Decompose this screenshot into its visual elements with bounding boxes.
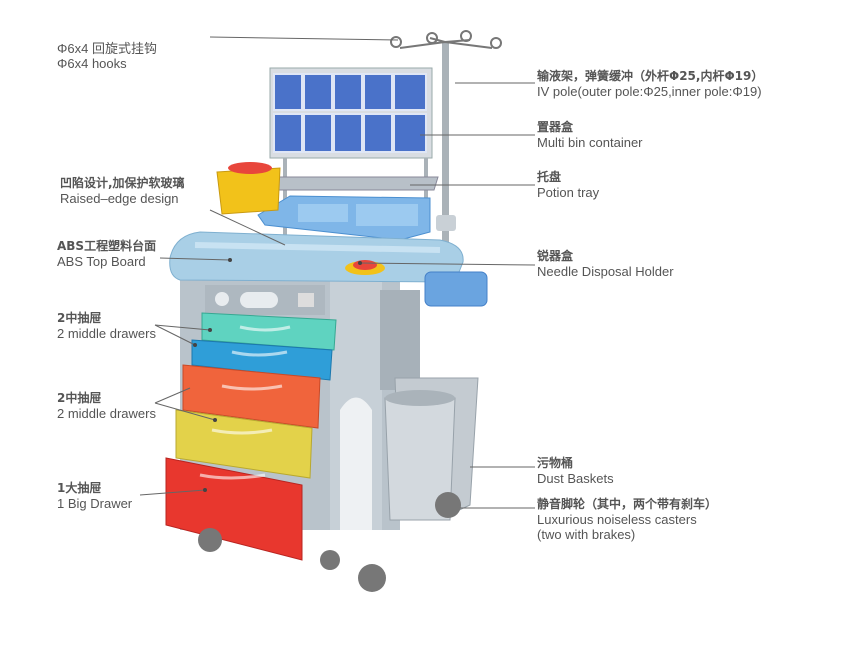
label-zh: 置器盒 (537, 120, 574, 134)
label-en: ABS Top Board (57, 254, 146, 269)
dust-baskets (384, 377, 479, 521)
label-en: Potion tray (537, 185, 600, 200)
label-en-2: (two with brakes) (537, 527, 636, 542)
label-en: 1 Big Drawer (57, 496, 133, 511)
leader-lines (139, 36, 536, 509)
yellow-sharps-box (216, 162, 281, 215)
label-en: Luxurious noiseless casters (537, 512, 697, 527)
label-en: Raised–edge design (60, 191, 179, 206)
label-zh: 污物桶 (537, 456, 574, 470)
label-en: 2 middle drawers (57, 326, 156, 341)
label-en: Needle Disposal Holder (537, 264, 674, 279)
label-zh: Φ6x4 回旋式挂钩 (57, 41, 157, 56)
abs-top-board (169, 231, 488, 307)
iv-pole (390, 30, 502, 257)
label-zh: 静音脚轮（其中，两个带有刹车） (537, 497, 718, 511)
label-zh: 托盘 (537, 170, 562, 184)
label-en: IV pole(outer pole:Φ25,inner pole:Φ19) (537, 84, 762, 99)
casters (198, 492, 461, 592)
multi-bin-container (269, 67, 433, 236)
label-zh: 输液架，弹簧缓冲（外杆Φ25,内杆Φ19） (537, 69, 764, 83)
label-zh: 1大抽屉 (57, 481, 102, 495)
label-zh: 锐器盒 (537, 249, 574, 263)
label-zh: 2中抽屉 (57, 311, 102, 325)
label-en: Multi bin container (537, 135, 643, 150)
label-casters: 静音脚轮（其中，两个带有刹车）Luxurious noiseless caste… (537, 497, 717, 542)
label-zh: 2中抽屉 (57, 391, 102, 405)
label-en: Φ6x4 hooks (57, 56, 127, 71)
label-iv-pole: 输液架，弹簧缓冲（外杆Φ25,内杆Φ19）IV pole(outer pole:… (537, 69, 763, 99)
label-en: Dust Baskets (537, 471, 614, 486)
label-zh: ABS工程塑料台面 (57, 239, 157, 253)
potion-tray (257, 176, 439, 241)
label-zh: 凹陷设计,加保护软玻璃 (60, 176, 185, 190)
label-en: 2 middle drawers (57, 406, 156, 421)
drawers (165, 312, 337, 561)
